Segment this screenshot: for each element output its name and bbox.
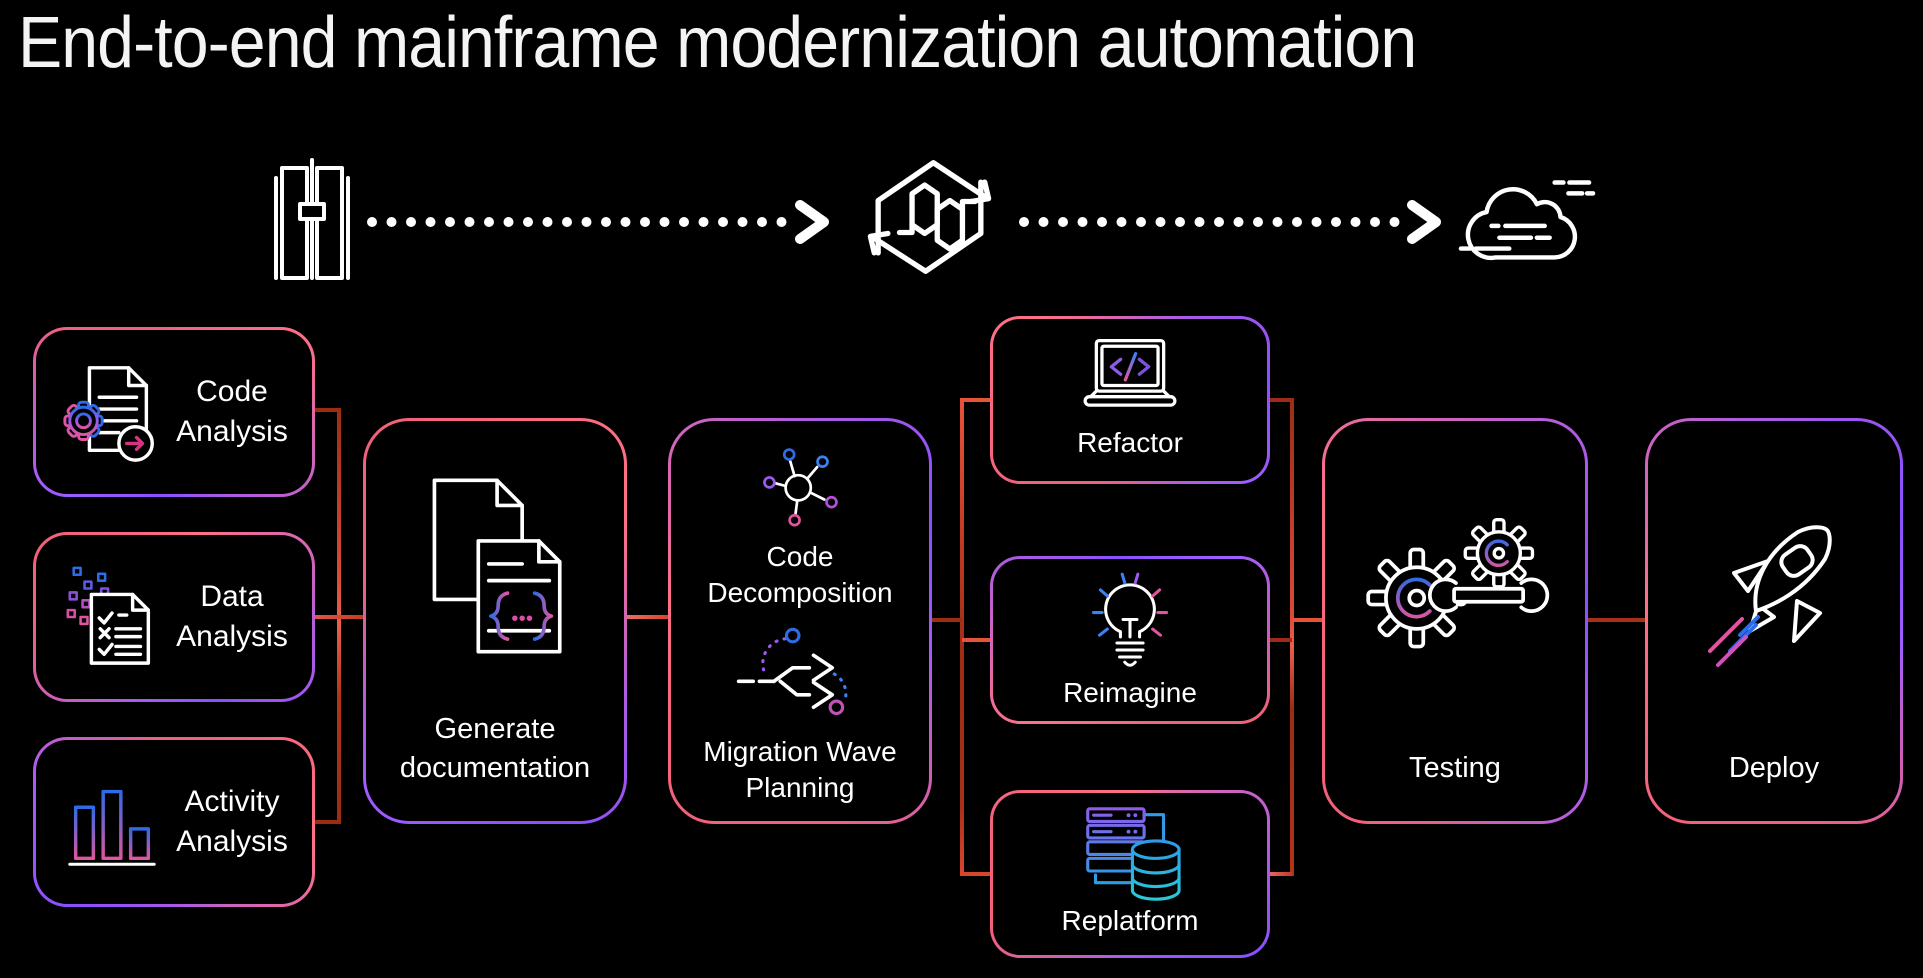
node-label: Code Decomposition xyxy=(707,541,893,609)
node-reimagine: Reimagine xyxy=(990,556,1270,724)
connector-code-analysis-out xyxy=(315,408,341,412)
dotted-arrow-right xyxy=(1016,200,1461,244)
code-analysis-icon xyxy=(58,358,166,466)
connector-replatform-out xyxy=(1268,872,1292,876)
node-label: Reimagine xyxy=(1063,677,1197,708)
node-label: Generate documentation xyxy=(399,713,591,784)
refactor-icon xyxy=(1071,319,1189,427)
replatform-icon xyxy=(1074,793,1186,905)
connector-to-testing xyxy=(1292,618,1322,622)
data-analysis-icon xyxy=(58,563,166,671)
node-replatform: Replatform xyxy=(990,790,1270,958)
cloud-speed-icon xyxy=(1458,166,1596,272)
connector-to-reimagine xyxy=(962,638,990,642)
connector-refactor-out xyxy=(1268,398,1292,402)
mainframe-icon xyxy=(272,156,352,280)
migration-wave-planning-icon xyxy=(732,622,868,726)
testing-icon xyxy=(1357,421,1553,749)
node-label: Replatform xyxy=(1061,905,1199,936)
node-data-analysis: Data Analysis xyxy=(33,532,315,702)
connector-data-analysis-out xyxy=(315,615,363,619)
node-label: Testing xyxy=(1409,751,1501,784)
connector-right-bus-2 xyxy=(1290,398,1294,876)
node-label: Migration Wave Planning xyxy=(703,735,897,804)
connector-activity-analysis-out xyxy=(315,820,341,824)
connector-docs-to-decomposition xyxy=(627,615,668,619)
mainframe-modernization-icon xyxy=(852,138,1007,296)
connector-to-refactor xyxy=(962,398,990,402)
dotted-arrow-left xyxy=(362,200,848,244)
node-code-decomposition: Code Decomposition Migration Wave Planni… xyxy=(668,418,932,824)
connector-to-replatform xyxy=(962,872,990,876)
page-title: End-to-end mainframe modernization autom… xyxy=(18,3,1417,83)
deploy-icon xyxy=(1694,421,1854,749)
connector-testing-to-deploy xyxy=(1588,618,1646,622)
activity-analysis-icon xyxy=(58,768,166,876)
node-label: Refactor xyxy=(1077,427,1183,458)
node-testing: Testing xyxy=(1322,418,1588,824)
node-generate-documentation: Generate documentation xyxy=(363,418,627,824)
connector-decomposition-out xyxy=(932,618,962,622)
connector-reimagine-out xyxy=(1268,638,1292,642)
node-refactor: Refactor xyxy=(990,316,1270,484)
reimagine-icon xyxy=(1082,559,1178,677)
node-activity-analysis: Activity Analysis xyxy=(33,737,315,907)
node-label: Code Analysis xyxy=(176,375,288,448)
node-label: Data Analysis xyxy=(176,580,288,653)
node-code-analysis: Code Analysis xyxy=(33,327,315,497)
connector-right-bus-1 xyxy=(960,398,964,876)
code-decomposition-icon xyxy=(752,441,848,531)
node-label: Deploy xyxy=(1728,751,1820,784)
generate-documentation-icon xyxy=(411,421,579,710)
node-deploy: Deploy xyxy=(1645,418,1903,824)
node-label: Activity Analysis xyxy=(176,785,288,858)
